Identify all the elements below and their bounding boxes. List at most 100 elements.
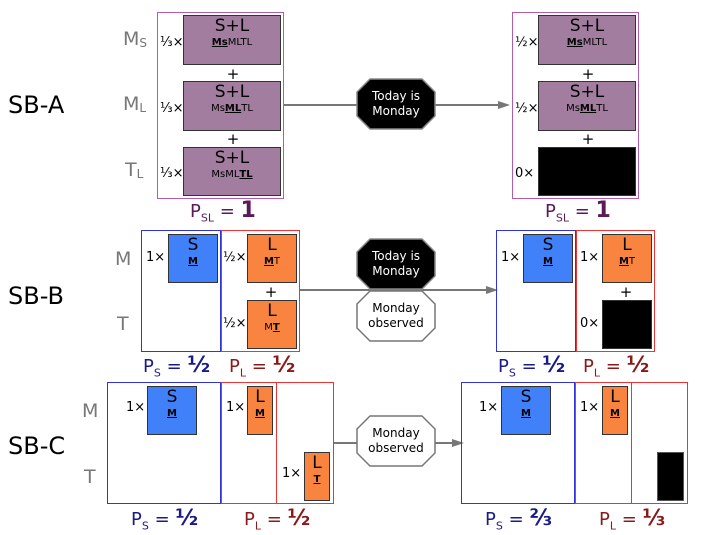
- probability-pl: PL = ½: [244, 506, 311, 533]
- l-box-m: L MT: [247, 234, 297, 283]
- box-title: L: [267, 235, 277, 255]
- eliminated-box: [538, 147, 636, 196]
- octagon-today-is-monday: Today is Monday: [356, 238, 436, 290]
- box-subtitle: MsMLTL: [566, 37, 608, 48]
- row-label-t: T: [117, 313, 129, 335]
- box-subtitle: MsMLTL: [211, 169, 253, 180]
- probability-ps: PS = ½: [143, 353, 211, 380]
- box-title: L: [622, 235, 632, 255]
- probability-pl: PL = ½: [229, 353, 296, 380]
- coefficient: ⅓×: [160, 101, 184, 116]
- box-title: S+L: [569, 16, 605, 36]
- sbb-after-s-frame: [496, 230, 576, 352]
- sba-after-frame: [512, 12, 639, 199]
- box-subtitle: M: [188, 256, 198, 267]
- box-subtitle: MsMLTL: [211, 103, 253, 114]
- plus-sign: +: [581, 130, 595, 148]
- coefficient: ½×: [223, 316, 247, 331]
- octagon-monday-observed: Monday observed: [356, 415, 436, 467]
- sl-box-ml: S+L MsMLTL: [538, 81, 636, 131]
- box-subtitle: M: [255, 408, 265, 419]
- coefficient: 1×: [501, 250, 521, 265]
- sl-box-ms: S+L MsMLTL: [183, 15, 281, 65]
- s-box: S M: [168, 234, 218, 283]
- row-label-m: M: [115, 248, 132, 270]
- box-subtitle: MsMLTL: [211, 37, 253, 48]
- coefficient: ½×: [515, 35, 539, 50]
- sbb-before-s-frame: [141, 230, 221, 352]
- sl-box-tl: S+L MsMLTL: [183, 147, 281, 196]
- l-box-m: L MT: [602, 234, 652, 283]
- plus-sign: +: [226, 65, 240, 83]
- sbc-after-l-frame-t: [631, 382, 688, 504]
- l-box-t: L T: [304, 452, 330, 501]
- row-label-ms: MS: [123, 28, 148, 50]
- probability-psl: PSL = 1: [190, 198, 256, 225]
- arrow-line: [300, 289, 486, 291]
- arrow-head-icon: [452, 439, 464, 447]
- coefficient: ½×: [515, 101, 539, 116]
- box-subtitle: M: [610, 408, 620, 419]
- sbb-before-l-frame: [221, 230, 300, 352]
- row-label-m: M: [82, 400, 99, 422]
- box-title: L: [255, 387, 265, 407]
- probability-pl: PL = ⅓: [599, 506, 666, 533]
- probability-psl: PSL = 1: [545, 198, 611, 225]
- box-subtitle: M: [543, 256, 553, 267]
- octagon-today-is-monday: Today is Monday: [356, 78, 436, 130]
- box-title: S+L: [214, 82, 250, 102]
- plus-sign: +: [226, 130, 240, 148]
- box-title: L: [312, 453, 322, 473]
- coefficient: 1×: [226, 400, 246, 415]
- plus-sign: +: [264, 283, 278, 301]
- box-subtitle: MT: [618, 256, 636, 267]
- s-box: S M: [147, 386, 197, 435]
- probability-ps: PS = ⅔: [485, 506, 553, 533]
- scenario-label-sb-a: SB-A: [8, 91, 65, 119]
- coefficient: 0×: [515, 166, 535, 181]
- box-title: L: [267, 301, 277, 321]
- box-title: S: [166, 387, 178, 407]
- coefficient: ⅓×: [160, 166, 184, 181]
- sl-box-ms: S+L MsMLTL: [538, 15, 636, 65]
- eliminated-box: [602, 300, 652, 349]
- probability-pl: PL = ½: [583, 353, 650, 380]
- octagon-monday-observed: Monday observed: [356, 290, 436, 342]
- coefficient: 1×: [146, 250, 166, 265]
- sl-box-ml: S+L MsMLTL: [183, 81, 281, 131]
- sba-before-frame: [157, 12, 284, 199]
- box-title: S+L: [214, 16, 250, 36]
- coefficient: 1×: [479, 400, 499, 415]
- probability-ps: PS = ½: [131, 506, 199, 533]
- l-box-t: L MT: [247, 300, 297, 349]
- box-title: S: [520, 387, 532, 407]
- box-subtitle: M: [521, 408, 531, 419]
- box-subtitle: MsMLTL: [566, 103, 608, 114]
- coefficient: 0×: [580, 316, 600, 331]
- box-title: S: [542, 235, 554, 255]
- box-title: S+L: [569, 82, 605, 102]
- s-box: S M: [523, 234, 573, 283]
- coefficient: 1×: [282, 466, 302, 481]
- coefficient: 1×: [580, 250, 600, 265]
- probability-ps: PS = ½: [498, 353, 566, 380]
- plus-sign: +: [581, 65, 595, 83]
- row-label-tl: TL: [125, 159, 144, 181]
- box-subtitle: T: [313, 474, 321, 485]
- coefficient: ½×: [223, 250, 247, 265]
- l-box-m: L M: [247, 386, 273, 435]
- coefficient: ⅓×: [160, 35, 184, 50]
- box-title: S+L: [214, 148, 250, 168]
- scenario-label-sb-b: SB-B: [8, 282, 64, 310]
- sbc-before-s-frame: [107, 382, 221, 504]
- box-title: L: [610, 387, 620, 407]
- coefficient: 1×: [580, 400, 600, 415]
- coefficient: 1×: [126, 400, 146, 415]
- box-title: S: [187, 235, 199, 255]
- box-subtitle: M: [167, 408, 177, 419]
- arrow-head-icon: [498, 101, 510, 109]
- arrow-head-icon: [486, 286, 498, 294]
- row-label-t: T: [84, 466, 96, 488]
- s-box: S M: [501, 386, 551, 435]
- sbc-before-l-frame-t: [276, 382, 334, 504]
